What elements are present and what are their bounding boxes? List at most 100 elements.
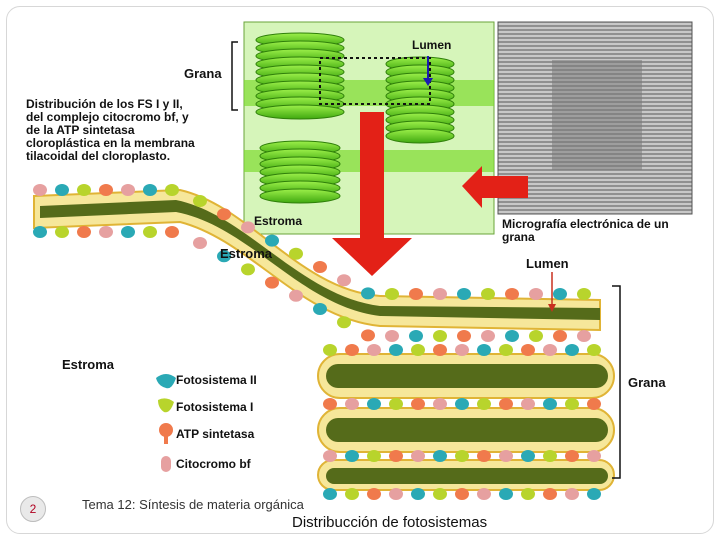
membrane-protein [411, 488, 425, 500]
membrane-protein [361, 329, 375, 342]
membrane-protein [565, 344, 579, 356]
grana-disk [255, 104, 345, 120]
membrane-protein [481, 288, 495, 300]
membrane-protein [389, 398, 403, 410]
membrane-protein [337, 274, 351, 287]
description-line: del complejo citocromo bf, y [26, 110, 189, 124]
membrane-protein [323, 398, 337, 410]
membrane-protein [389, 450, 403, 462]
membrane-protein [477, 398, 491, 410]
membrane-protein [433, 288, 447, 300]
legend-photosystem-i: Fotosistema I [176, 400, 254, 414]
membrane-protein [99, 184, 113, 196]
membrane-protein [367, 344, 381, 356]
legend-photosystem-ii: Fotosistema II [176, 373, 257, 387]
caption-line: grana [502, 230, 535, 244]
membrane-protein [345, 344, 359, 356]
membrane-protein [529, 288, 543, 300]
membrane-protein [385, 288, 399, 300]
membrane-protein [455, 488, 469, 500]
legend-atp-synthase: ATP sintetasa [176, 427, 255, 441]
membrane-protein [411, 398, 425, 410]
grana-label-top: Grana [184, 66, 222, 81]
membrane-protein [455, 450, 469, 462]
membrane-protein [565, 450, 579, 462]
membrane-protein [529, 330, 543, 342]
description-line: tilacoidal del cloroplasto. [26, 149, 171, 163]
estroma-label-mid: Estroma [220, 246, 273, 261]
lumen-label-top: Lumen [412, 38, 452, 52]
membrane-protein [33, 226, 47, 238]
membrane-protein [121, 184, 135, 196]
membrane-protein [323, 488, 337, 500]
membrane-protein [553, 330, 567, 342]
membrane-protein [433, 488, 447, 500]
lumen-label-right: Lumen [526, 256, 569, 271]
membrane-protein [565, 488, 579, 500]
membrane-protein [481, 330, 495, 342]
caption-line: Micrografía electrónica de un [502, 217, 669, 231]
membrane-protein [33, 184, 47, 196]
membrane-protein [521, 398, 535, 410]
membrane-protein [433, 450, 447, 462]
membrane-protein [265, 234, 279, 247]
membrane-protein [587, 488, 601, 500]
membrane-protein [165, 184, 179, 196]
membrane-protein [411, 344, 425, 356]
membrane-protein [457, 330, 471, 342]
membrane-protein [241, 221, 255, 234]
membrane-protein [193, 195, 207, 207]
membrane-protein [77, 226, 91, 238]
membrane-protein [389, 344, 403, 356]
membrane-protein [455, 344, 469, 356]
membrane-protein [265, 276, 279, 289]
membrane-protein [499, 344, 513, 356]
membrane-protein [543, 398, 557, 410]
membrane-protein [289, 247, 303, 260]
membrane-protein [77, 184, 91, 196]
membrane-protein [499, 398, 513, 410]
membrane-protein [313, 303, 327, 315]
estroma-label-photo: Estroma [254, 214, 303, 228]
estroma-label-left: Estroma [62, 357, 115, 372]
membrane-protein [143, 226, 157, 238]
membrane-protein [457, 288, 471, 300]
grana-disk [259, 188, 341, 204]
thylakoid-membrane [33, 184, 615, 500]
membrane-protein [477, 488, 491, 500]
membrane-protein [323, 344, 337, 356]
membrane-protein [217, 250, 231, 263]
membrane-protein [433, 344, 447, 356]
membrane-protein [409, 288, 423, 300]
membrane-protein [577, 288, 591, 300]
grana-disk [385, 128, 455, 144]
membrane-protein [499, 488, 513, 500]
membrane-protein [345, 398, 359, 410]
footer-topic: Tema 12: Síntesis de materia orgánica [82, 497, 304, 512]
red-arrows [332, 112, 528, 276]
membrane-protein [367, 450, 381, 462]
grana-bracket-right [612, 285, 621, 479]
membrane-protein [55, 184, 69, 196]
membrane-protein [521, 450, 535, 462]
membrane-protein [337, 316, 351, 329]
membrane-protein [385, 330, 399, 342]
membrane-protein [433, 330, 447, 342]
membrane-protein [543, 488, 557, 500]
membrane-protein [165, 226, 179, 238]
membrane-protein [521, 344, 535, 356]
membrane-protein [505, 288, 519, 300]
membrane-protein [587, 344, 601, 356]
membrane-protein [565, 398, 579, 410]
description-text: Distribución de los FS I y II, del compl… [26, 98, 195, 163]
membrane-protein [121, 226, 135, 238]
membrane-protein [313, 261, 327, 273]
micrograph-caption: Micrografía electrónica de un grana [502, 218, 669, 244]
membrane-protein [553, 288, 567, 300]
membrane-protein [543, 450, 557, 462]
membrane-protein [587, 450, 601, 462]
membrane-protein [289, 289, 303, 302]
membrane-protein [409, 330, 423, 342]
membrane-protein [241, 263, 255, 276]
membrane-protein [389, 488, 403, 500]
